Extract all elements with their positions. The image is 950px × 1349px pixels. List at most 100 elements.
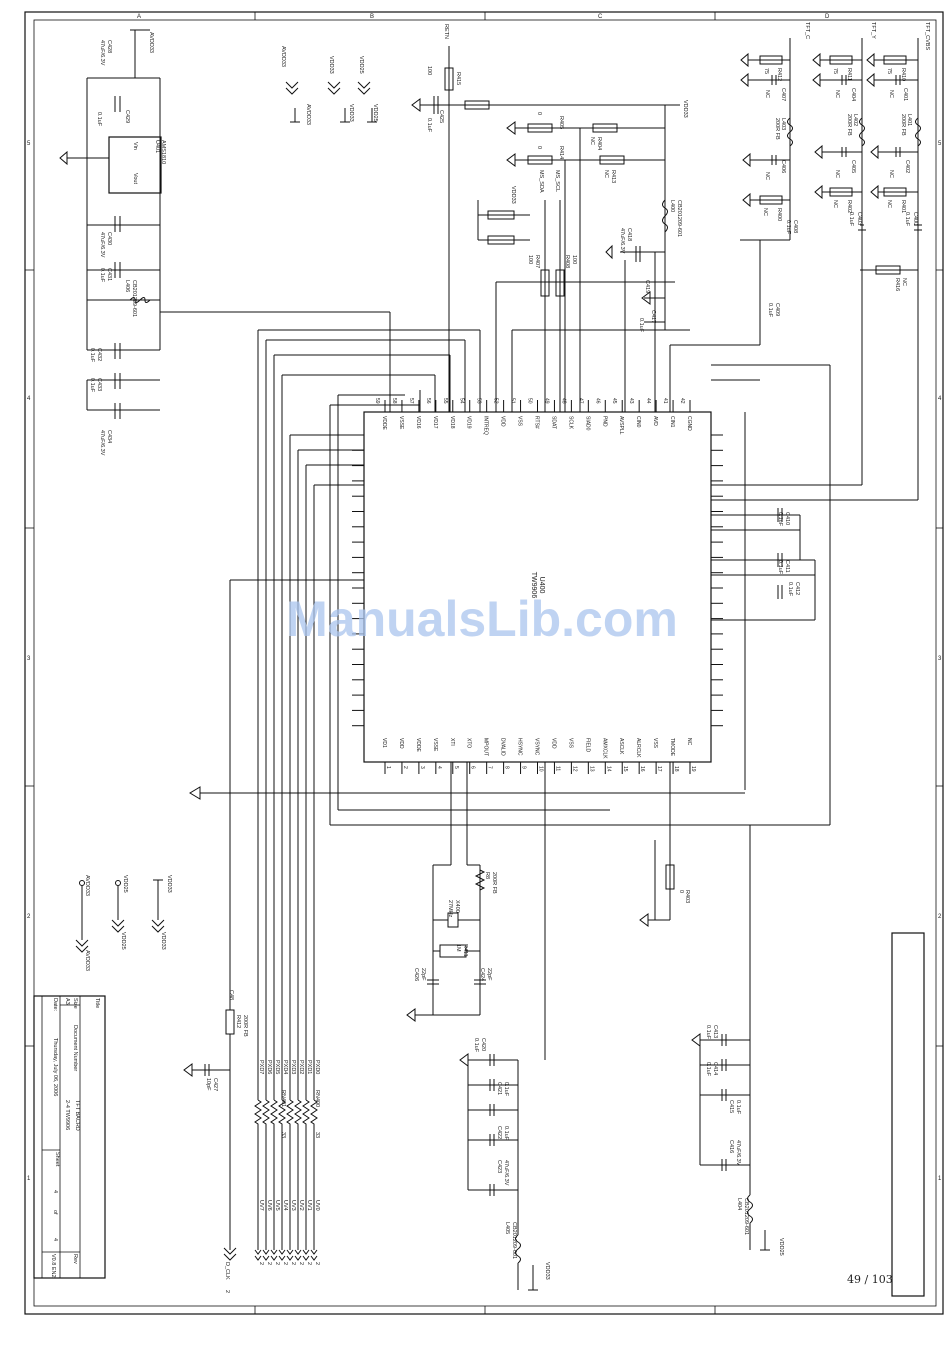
cap-ref: C423: [496, 1160, 502, 1173]
rail-label: AVDD33: [148, 32, 154, 53]
pin-name-top: VD19: [466, 416, 472, 429]
cap-value: 0.1uF: [89, 348, 95, 363]
cap-value: 0.1uF: [426, 118, 432, 133]
zone-ticks: [25, 12, 943, 1314]
rail-label: VDD25: [778, 1238, 784, 1256]
cap-ref: C433: [96, 378, 102, 391]
rail-label: VDD33: [544, 1262, 550, 1280]
cap-value: 0.1uF: [735, 1100, 741, 1115]
cap-value: 0.1uF: [705, 1062, 711, 1077]
bus-sheet-ref: 2: [282, 1262, 288, 1265]
rail-label: AVDD33: [305, 104, 311, 125]
part-value: NC: [834, 170, 840, 178]
cap-value: 22pF: [486, 968, 492, 981]
bus-resistor: [254, 1099, 262, 1250]
zone-marker: 1: [938, 1176, 942, 1182]
pin-name-bottom: FIELD: [584, 738, 590, 753]
cap-value: 0.1uF: [503, 1126, 509, 1141]
pin-name-bottom: NC: [686, 738, 692, 746]
bottom-mid-decoupling: [459, 762, 546, 1291]
cap-ref: C421: [496, 1082, 502, 1095]
part-value: 0.1uF: [904, 212, 910, 227]
left-power-section: [59, 29, 391, 419]
pin-number-bottom: 14: [605, 766, 611, 772]
data-bus-wires: [189, 329, 830, 1100]
bus-in-label: PXD7: [258, 1060, 264, 1074]
bus-sheet-ref: 2: [306, 1262, 312, 1265]
pin-name-top: VSSE: [398, 416, 404, 430]
pin-number-bottom: 13: [588, 766, 594, 772]
resistor-value: 200R FB: [491, 872, 497, 894]
title-label: Title: [94, 998, 100, 1008]
clock-sheet: 2: [224, 1290, 230, 1293]
resistor-ref: R411: [462, 944, 468, 957]
pin-number-bottom: 12: [571, 766, 577, 772]
rev-value: V0.8 EN2: [50, 1254, 56, 1278]
pin-number-top: 55: [442, 398, 448, 404]
pin-name-bottom: AMXCLK: [601, 738, 607, 759]
inductor-ref: L404: [736, 1198, 742, 1210]
cap-value: 47uF/6.3V: [735, 1140, 741, 1166]
pin-number-top: 49: [543, 398, 549, 404]
pin-name-top: VSS: [517, 416, 523, 427]
cap-value: 0.1uF: [767, 303, 773, 318]
crystal-ref: X400: [454, 900, 460, 913]
pin-number-bottom: 10: [538, 766, 544, 772]
part-ref: C400: [912, 212, 918, 225]
tft-input-y: TFT_Y: [870, 22, 876, 39]
rail-label: AVDD33: [84, 950, 90, 971]
pin-number-top: 50: [527, 398, 533, 404]
bus-sheet-ref: 2: [298, 1262, 304, 1265]
rn-value: 33: [280, 1132, 286, 1138]
resistor-ref: R404: [596, 137, 602, 150]
pin-name-bottom: ALRCLK: [635, 738, 641, 758]
bus-arrow: [270, 1249, 278, 1255]
resistor-value: 0: [536, 146, 542, 149]
pin-number-top: 43: [628, 398, 634, 404]
pin-number-top: 58: [391, 398, 397, 404]
resistor-ref: R403: [684, 890, 690, 903]
cap-ref: C414: [712, 1062, 718, 1075]
pin-name-bottom: VD1: [381, 738, 387, 748]
cap-ref: C412: [794, 582, 800, 595]
bus-in-label: PXD0: [314, 1060, 320, 1074]
bus-arrow: [310, 1255, 318, 1261]
pin-number-bottom: 4: [436, 766, 442, 769]
part-ref: C405: [850, 160, 856, 173]
bus-out-label: UV3: [290, 1200, 296, 1211]
rail-label: VDD25: [358, 56, 364, 74]
pin-number-top: 44: [645, 398, 651, 404]
bus-arrow: [254, 1255, 262, 1261]
bus-arrow: [262, 1249, 270, 1255]
rn-value: 33: [314, 1132, 320, 1138]
watermark: ManualsLib.com: [286, 591, 678, 647]
pin-number-top: 51: [510, 398, 516, 404]
cap-value: 22pF: [420, 968, 426, 981]
resistor-value: 100: [571, 255, 577, 264]
bus-arrow: [278, 1249, 286, 1255]
ic-u400-part: TW9906: [530, 572, 537, 599]
cap-value: 0.1uF: [777, 560, 783, 575]
pin-number-bottom: 15: [622, 766, 628, 772]
pin-name-top: AVSPLL: [618, 416, 624, 435]
cap-value: 0.1uF: [777, 512, 783, 527]
pin-number-bottom: 11: [554, 766, 560, 771]
bus-arrow: [286, 1255, 294, 1261]
bus-in-label: PXD4: [282, 1060, 288, 1074]
inductor-ref: L406: [124, 280, 130, 292]
resistor-value: 100: [426, 66, 432, 75]
clock-section: [183, 1009, 237, 1261]
resistor-ref: R8: [484, 872, 490, 879]
bus-in-label: PXD6: [266, 1060, 272, 1074]
bus-out-label: UV7: [258, 1200, 264, 1211]
rail-label: VDD33: [348, 104, 354, 122]
outer-frame: [24, 11, 944, 1315]
net-retn: RETN: [443, 24, 449, 39]
bus-sheet-ref: 2: [266, 1262, 272, 1265]
tft-input-cvbs: TFT_CVBS: [924, 22, 930, 50]
bus-in-label: PXD5: [274, 1060, 280, 1074]
sheet-label: Sheet: [54, 1152, 60, 1167]
pin-number-bottom: 16: [639, 766, 645, 772]
cap-value: 0.1uF: [638, 318, 644, 333]
zone-marker: 4: [938, 396, 942, 402]
